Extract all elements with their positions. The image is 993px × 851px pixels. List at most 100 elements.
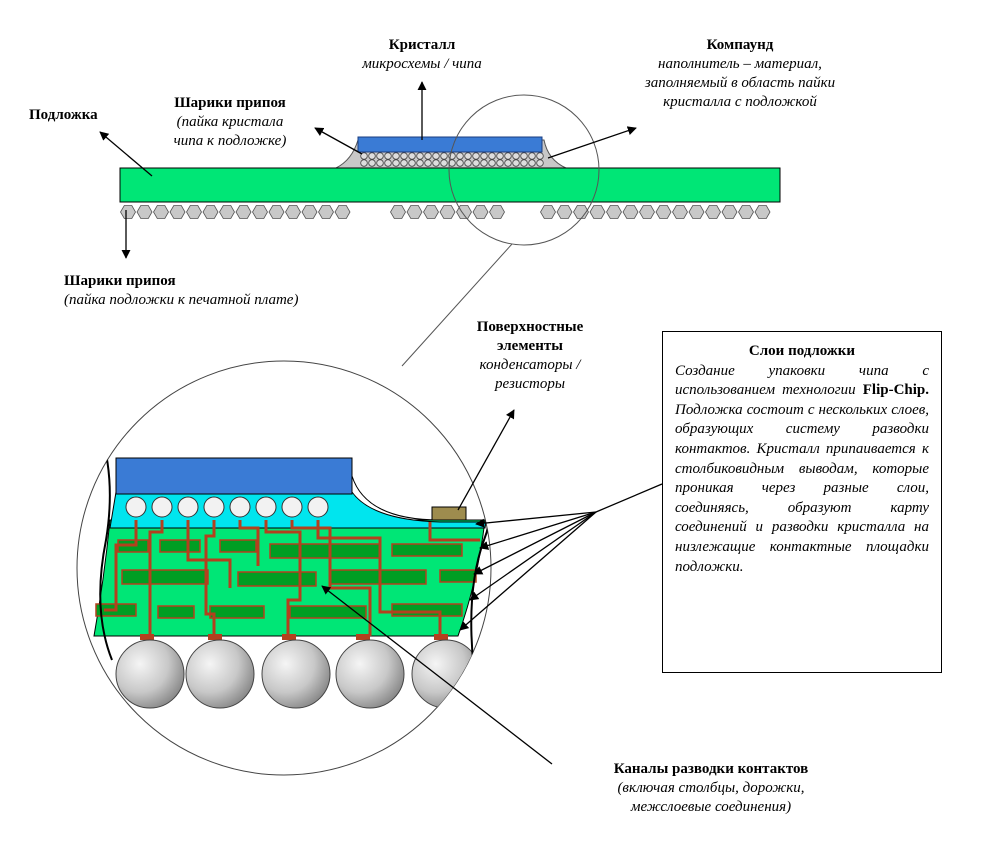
compound-arrow (547, 126, 637, 159)
board-bump (169, 205, 186, 219)
board-bump (705, 205, 721, 219)
channels-sub-1: (включая столбцы, дорожки, (617, 780, 805, 796)
contact-pad (140, 634, 154, 640)
chip-bumps (360, 152, 544, 167)
chip-bump (520, 159, 528, 167)
board-bump (672, 205, 688, 219)
layer-arrow (475, 511, 597, 528)
board-bumps-label: Шарики припоя (пайка подложки к печатной… (64, 272, 298, 310)
contact-pads (140, 634, 448, 640)
zoom-chip-bump (151, 496, 173, 518)
chip-bump (416, 152, 424, 160)
zoom-callout-arrows (321, 409, 663, 765)
routing-block (391, 543, 463, 557)
chip-bump (384, 159, 392, 167)
surface-elements-label: Поверхностные элементы конденсаторы / ре… (450, 318, 610, 394)
chip-bump (376, 159, 384, 167)
chip-bump (512, 159, 520, 167)
compound-sub-1: наполнитель – материал, (658, 56, 822, 72)
chip-bump (376, 152, 384, 160)
package-overview (119, 94, 781, 367)
chip-bumps-arrow (314, 127, 363, 155)
surface-arrow (457, 409, 515, 511)
box-connector (595, 483, 663, 513)
chip-bump (392, 152, 400, 160)
chip-bump (472, 152, 480, 160)
chip-bump (496, 152, 504, 160)
surface-title-2: элементы (497, 338, 563, 354)
board-bumps-sub: (пайка подложки к печатной плате) (64, 292, 299, 308)
routing-traces (104, 520, 480, 636)
board-bump (202, 205, 219, 219)
substrate-arrow (99, 131, 153, 177)
cut-edge-left (99, 429, 113, 661)
board-bump (606, 205, 622, 219)
zoom-chip-bump (229, 496, 251, 518)
board-bump (622, 205, 639, 219)
chip-bump (504, 152, 512, 160)
chip-bump (528, 159, 536, 167)
zoom-chip-bumps (125, 496, 329, 518)
chip-bump (424, 152, 432, 160)
chip-bump (536, 152, 544, 160)
board-bump (456, 205, 472, 219)
contact-pad (356, 634, 370, 640)
layer-arrow (459, 511, 597, 631)
compound-label: Компаунд наполнитель – материал, заполня… (590, 36, 890, 112)
chip-bumps-sub-2: чипа к подложке) (173, 133, 287, 149)
board-bump (556, 205, 573, 219)
routing-block (289, 605, 367, 619)
chip-bump (432, 152, 440, 160)
board-bump (738, 205, 754, 219)
chip-bump (408, 159, 416, 167)
substrate-label: Подложка (29, 107, 98, 123)
board-bump (219, 205, 235, 219)
magnify-connector (401, 243, 513, 367)
chip-bump (504, 159, 512, 167)
routing-block (219, 539, 257, 553)
chip-bump (464, 159, 472, 167)
board-bump (573, 205, 589, 219)
board-bump (423, 205, 439, 219)
board-ball (185, 639, 255, 709)
chip-bumps-title: Шарики припоя (174, 95, 286, 111)
zoom-chip-bump (177, 496, 199, 518)
board-balls-zoom (115, 639, 481, 709)
chip-bump (480, 159, 488, 167)
compound-title: Компаунд (706, 37, 774, 53)
chip-bump (456, 159, 464, 167)
chip-bump (400, 152, 408, 160)
routing-block (269, 543, 381, 559)
board-bump (285, 205, 301, 219)
chip-bump (448, 159, 456, 167)
zoom-chip-bump (125, 496, 147, 518)
board-bump (406, 205, 423, 219)
zoom-chip-bump (203, 496, 225, 518)
zoom-content (93, 429, 491, 709)
board-bump (721, 205, 738, 219)
chip-bump (360, 159, 368, 167)
board-bump (334, 205, 351, 219)
layers-text-emphasis: Flip-Chip. (862, 382, 930, 399)
chip-bump (368, 159, 376, 167)
chip-bump (392, 159, 400, 167)
chip-bump (440, 159, 448, 167)
routing-block (159, 539, 201, 553)
board-bump (268, 205, 285, 219)
chip-bump (416, 159, 424, 167)
underfill-fillet-curve (351, 475, 441, 521)
zoom-circle (76, 360, 492, 776)
contact-pad (282, 634, 296, 640)
contact-pad (434, 634, 448, 640)
board-bump (489, 205, 505, 219)
routing-blocks (95, 539, 477, 619)
board-bump (540, 205, 556, 219)
chip-bump (400, 159, 408, 167)
board-ball (335, 639, 405, 709)
board-bump (390, 205, 406, 219)
chip-bump (496, 159, 504, 167)
layers-box-title: Слои подложки (748, 343, 856, 359)
crystal-sub: микросхемы / чипа (362, 56, 482, 72)
chip-bump (520, 152, 528, 160)
